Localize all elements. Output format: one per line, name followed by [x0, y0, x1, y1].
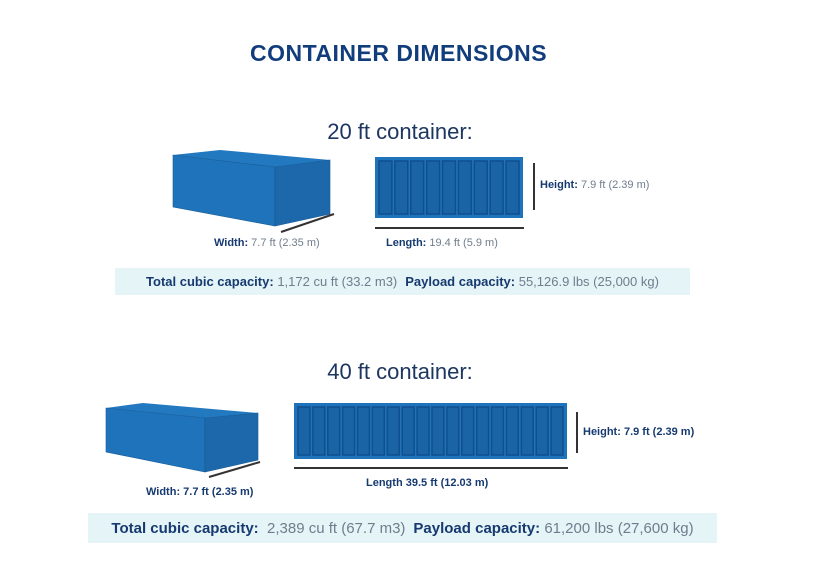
- height-dimension-line: [533, 163, 535, 210]
- container-40-3d-icon: [105, 403, 261, 478]
- container-panel: [475, 406, 490, 456]
- container-panel: [410, 160, 425, 215]
- height-label-20: Height: 7.9 ft (2.39 m): [540, 179, 649, 191]
- container-panel: [431, 406, 445, 456]
- height-label-40: Height: 7.9 ft (2.39 m): [583, 426, 694, 438]
- width-label-20: Width: 7.7 ft (2.35 m): [214, 237, 320, 249]
- height-key: Height:: [540, 179, 578, 191]
- page-title: CONTAINER DIMENSIONS: [249, 40, 548, 66]
- payload-value: 55,126.9 lbs (25,000 kg): [518, 274, 659, 289]
- cubic-value: 2,389 cu ft (67.7 m3): [267, 519, 406, 537]
- container-panel: [327, 406, 341, 456]
- length-dimension-line: [294, 467, 568, 469]
- container-panel: [457, 160, 473, 215]
- width-value: 7.7 ft (2.35 m): [251, 237, 320, 249]
- length-key: Length: [366, 477, 403, 489]
- container-panel: [312, 406, 326, 456]
- capacity-band-40: Total cubic capacity: 2,389 cu ft (67.7 …: [88, 513, 717, 543]
- width-key: Width:: [214, 237, 249, 249]
- container-panel: [425, 160, 441, 215]
- length-key: Length:: [386, 237, 427, 249]
- cubic-key: Total cubic capacity:: [146, 274, 274, 289]
- capacity-band-20: Total cubic capacity: 1,172 cu ft (33.2 …: [115, 268, 690, 295]
- container-panel: [371, 406, 386, 456]
- container-panel: [505, 160, 520, 215]
- container-panel: [490, 406, 505, 456]
- width-label-40: Width: 7.7 ft (2.35 m): [146, 486, 253, 498]
- payload-value: 61,200 lbs (27,600 kg): [544, 519, 694, 537]
- container-panel: [297, 406, 311, 456]
- container-panel: [416, 406, 430, 456]
- length-value: 39.5 ft (12.03 m): [405, 477, 489, 489]
- length-dimension-line: [375, 227, 524, 229]
- height-value: 7.9 ft (2.39 m): [580, 179, 650, 191]
- container-panel: [394, 160, 409, 215]
- container-panel: [401, 406, 415, 456]
- container-panel: [489, 160, 504, 215]
- height-value: 7.9 ft (2.39 m): [623, 426, 695, 438]
- width-key: Width:: [146, 486, 181, 498]
- payload-key: Payload capacity:: [405, 274, 516, 289]
- height-dimension-line: [576, 412, 578, 453]
- container-panel: [378, 160, 393, 215]
- container-panel: [386, 406, 400, 456]
- container-panel: [550, 406, 564, 456]
- container-40-heading: 40 ft container:: [327, 359, 473, 384]
- container-20-3d-icon: [172, 150, 335, 233]
- container-panel: [520, 406, 534, 456]
- container-panel: [446, 406, 460, 456]
- container-40-side-view: [294, 403, 567, 459]
- container-panel: [441, 160, 457, 215]
- height-key: Height:: [583, 426, 621, 438]
- length-label-40: Length 39.5 ft (12.03 m): [366, 477, 488, 489]
- width-value: 7.7 ft (2.35 m): [183, 486, 254, 498]
- container-panel: [505, 406, 520, 456]
- container-panel: [535, 406, 549, 456]
- container-panel: [473, 160, 488, 215]
- length-value: 19.4 ft (5.9 m): [429, 237, 498, 249]
- container-panel: [356, 406, 371, 456]
- cubic-value: 1,172 cu ft (33.2 m3): [277, 274, 398, 289]
- container-panel: [341, 406, 356, 456]
- length-label-20: Length: 19.4 ft (5.9 m): [386, 237, 498, 249]
- cubic-key: Total cubic capacity:: [111, 519, 259, 537]
- container-panel: [461, 406, 475, 456]
- payload-key: Payload capacity:: [413, 519, 541, 537]
- container-20-heading: 20 ft container:: [327, 119, 473, 144]
- container-20-side-view: [375, 157, 523, 218]
